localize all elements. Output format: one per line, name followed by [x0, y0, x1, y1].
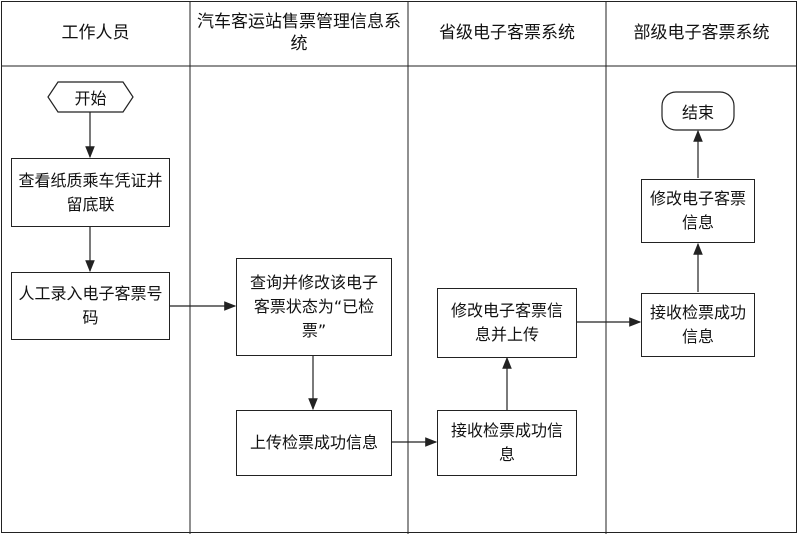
lane-header-station-system: 汽车客运站售票管理信息系统: [197, 12, 401, 54]
node-manual-entry: 人工录入电子客票号码: [11, 272, 170, 340]
lane-header-staff: 工作人员: [61, 23, 130, 43]
lane-header-provincial-system: 省级电子客票系统: [439, 23, 575, 43]
node-receive-success-provincial: 接收检票成功信息: [437, 410, 577, 476]
node-modify-info-ministry: 修改电子客票信息: [641, 179, 755, 243]
node-receive-success-ministry: 接收检票成功信息: [641, 293, 755, 357]
start-node-shape: [47, 81, 134, 113]
node-query-modify-status: 查询并修改该电子客票状态为“已检票”: [236, 258, 392, 356]
lane-header-ministry-system: 部级电子客票系统: [633, 23, 770, 43]
node-modify-upload-provincial: 修改电子客票信息并上传: [437, 288, 577, 358]
node-upload-success: 上传检票成功信息: [236, 410, 392, 476]
node-check-paper-ticket: 查看纸质乘车凭证并留底联: [11, 158, 170, 227]
end-node: 结束: [681, 103, 714, 122]
start-node: 开始: [74, 89, 107, 108]
